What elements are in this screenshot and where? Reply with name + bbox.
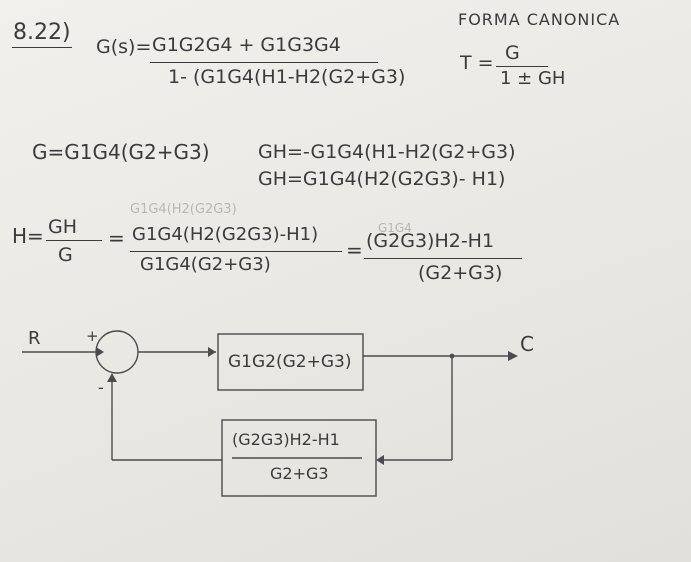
h-step1-fraction-bar [130, 251, 342, 252]
canonical-form-fraction-bar [496, 66, 548, 67]
junction-feedback-arrowhead [107, 373, 117, 382]
canonical-form-denominator: 1 ± GH [500, 68, 566, 89]
forward-arrowhead [208, 347, 216, 357]
canonical-form-numerator: G [505, 42, 520, 64]
h-lhs-denominator: G [58, 244, 73, 266]
h-lhs: H= [12, 224, 44, 248]
summing-minus-sign: - [98, 378, 104, 397]
h-step1-denominator: G1G4(G2+G3) [140, 254, 271, 275]
transfer-function-denominator: 1- (G1G4(H1-H2(G2+G3) [168, 66, 406, 88]
h-result-numerator: (G2G3)H2-H1 [366, 230, 495, 252]
g-equation: G=G1G4(G2+G3) [32, 140, 210, 164]
canonical-form-lhs: T = [460, 52, 494, 74]
summing-junction [95, 330, 139, 374]
transfer-function-lhs: G(s)= [96, 36, 152, 58]
feedback-block-numerator: (G2G3)H2-H1 [232, 430, 340, 449]
problem-number: 8.22) [13, 20, 71, 45]
gh-equation-first: GH=-G1G4(H1-H2(G2+G3) [258, 141, 516, 163]
feedback-block-denominator: G2+G3 [270, 464, 329, 483]
equals-sign-second: = [346, 238, 363, 262]
equals-sign-first: = [108, 226, 125, 250]
h-result-denominator: (G2+G3) [418, 262, 503, 284]
h-lhs-fraction-bar [46, 240, 102, 241]
forward-block-label: G1G2(G2+G3) [228, 352, 352, 372]
gh-equation-second: GH=G1G4(H2(G2G3)- H1) [258, 168, 506, 190]
transfer-function-numerator: G1G2G4 + G1G3G4 [152, 34, 341, 56]
heading-canonical-form: FORMA CANONICA [458, 10, 621, 29]
ghost-text-right: G1G4 [378, 221, 412, 235]
summing-plus-sign: + [86, 327, 99, 345]
input-label: R [28, 328, 41, 349]
h-result-fraction-bar [364, 258, 522, 259]
input-arrowhead [96, 347, 104, 357]
problem-number-underline [12, 47, 72, 48]
output-arrowhead [508, 351, 518, 361]
ghost-text-above: G1G4(H2(G2G3) [130, 202, 237, 217]
pickoff-point [449, 353, 455, 359]
output-label: C [520, 332, 534, 356]
transfer-function-fraction-bar [150, 62, 378, 63]
h-lhs-numerator: GH [48, 216, 78, 238]
h-step1-numerator: G1G4(H2(G2G3)-H1) [132, 224, 319, 245]
feedback-arrowhead [376, 455, 384, 465]
